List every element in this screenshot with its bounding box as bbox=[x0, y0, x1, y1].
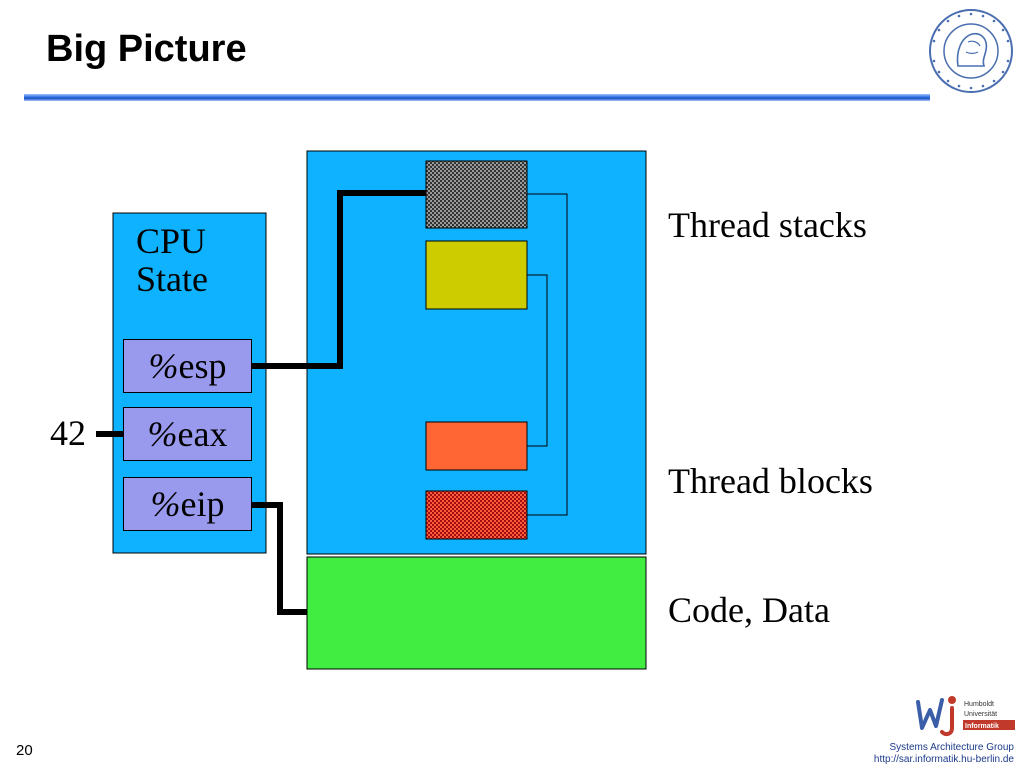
register-prefix: % bbox=[148, 346, 179, 386]
page-number: 20 bbox=[16, 742, 33, 759]
esp-pointer-line bbox=[252, 190, 426, 369]
thread-stacks-label: Thread stacks bbox=[668, 205, 867, 245]
footer-group: Systems Architecture Group bbox=[889, 742, 1015, 753]
logo-line2: Universität bbox=[964, 711, 997, 718]
thread-stack-1 bbox=[425, 160, 528, 229]
register-eax: %eax bbox=[123, 407, 252, 461]
hu-informatik-logo-icon: Humboldt Universität Informatik bbox=[916, 696, 1015, 737]
slide-title: Big Picture bbox=[46, 28, 247, 70]
register-esp: %esp bbox=[123, 339, 252, 393]
link-stack2-block1 bbox=[527, 274, 548, 447]
cpu-label-line2: State bbox=[136, 259, 208, 299]
thread-block-1 bbox=[425, 421, 528, 471]
logo-line3: Informatik bbox=[965, 723, 999, 730]
thread-stack-2 bbox=[425, 240, 528, 310]
register-prefix: % bbox=[147, 414, 178, 454]
register-name: eax bbox=[177, 414, 228, 454]
thread-block-2 bbox=[425, 490, 528, 540]
footer-url[interactable]: http://sar.informatik.hu-berlin.de bbox=[873, 754, 1014, 765]
eax-value: 42 bbox=[50, 413, 86, 453]
title-divider bbox=[24, 94, 930, 101]
code-data-region bbox=[306, 556, 647, 670]
register-eip: %eip bbox=[123, 477, 252, 531]
university-seal-icon bbox=[929, 9, 1013, 93]
code-data-label: Code, Data bbox=[668, 590, 830, 630]
eip-pointer-line bbox=[252, 502, 307, 615]
cpu-state-label: CPU State bbox=[136, 222, 208, 298]
logo-line1: Humboldt bbox=[964, 701, 994, 708]
thread-blocks-label: Thread blocks bbox=[668, 461, 873, 501]
register-name: eip bbox=[180, 484, 225, 524]
register-prefix: % bbox=[150, 484, 181, 524]
footer-info: Systems Architecture Group http://sar.in… bbox=[874, 742, 1014, 766]
link-stack1-block2 bbox=[527, 193, 568, 516]
register-name: esp bbox=[178, 346, 227, 386]
cpu-label-line1: CPU bbox=[136, 221, 207, 261]
